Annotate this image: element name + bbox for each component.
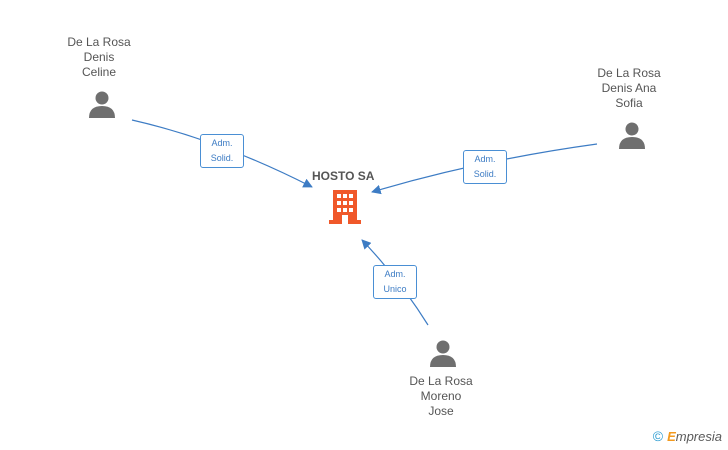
building-icon[interactable] — [329, 190, 361, 224]
empresia-logo[interactable]: ©Empresia — [652, 428, 722, 444]
person-name-p3[interactable]: De La Rosa Moreno Jose — [409, 374, 473, 418]
person-icon[interactable] — [87, 89, 117, 119]
person-name-p1[interactable]: De La Rosa Denis Celine — [67, 35, 131, 79]
person-icon[interactable] — [428, 338, 458, 368]
role-label-p2[interactable]: Adm. Solid. — [463, 150, 507, 184]
company-name[interactable]: HOSTO SA — [312, 169, 375, 183]
person-icon[interactable] — [617, 120, 647, 150]
role-label-p1[interactable]: Adm. Solid. — [200, 134, 244, 168]
role-label-p3[interactable]: Adm. Unico — [373, 265, 417, 299]
person-name-p2[interactable]: De La Rosa Denis Ana Sofia — [597, 66, 661, 110]
copyright-icon: © — [652, 428, 664, 444]
